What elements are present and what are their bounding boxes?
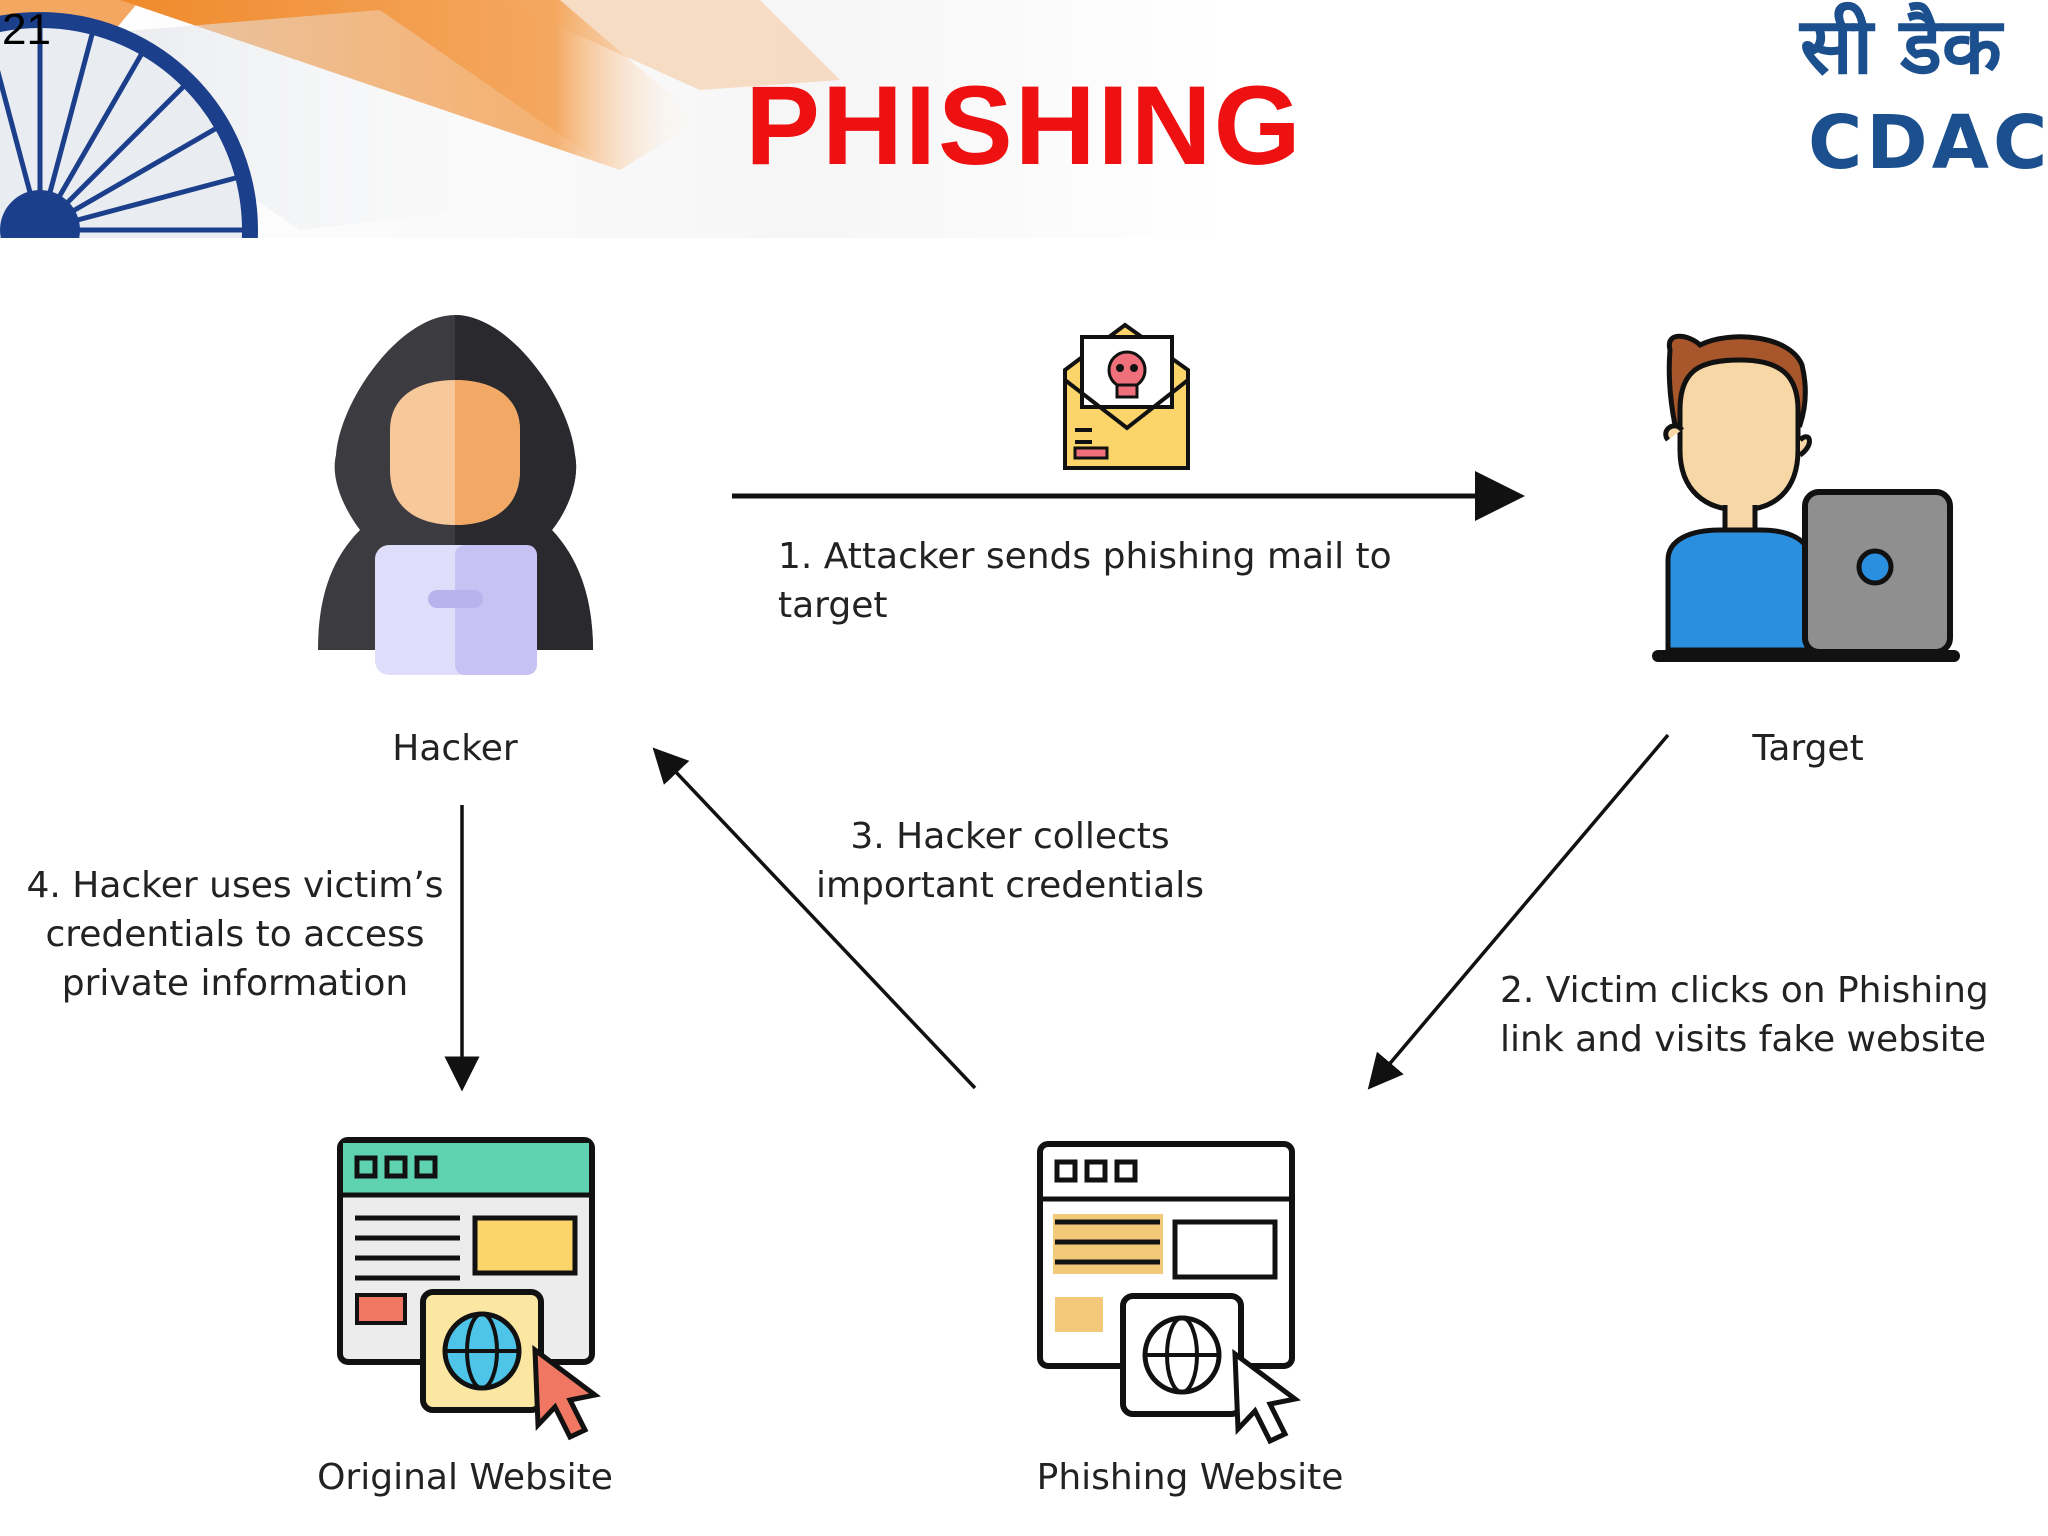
original-website-label: Original Website bbox=[317, 1457, 613, 1498]
step-4-label: 4. Hacker uses victim’s credentials to a… bbox=[26, 865, 444, 1004]
cdac-logo-latin: CDAC bbox=[1808, 100, 2048, 186]
step-1-label: 1. Attacker sends phishing mail to targe… bbox=[778, 536, 1392, 626]
step-3-label: 3. Hacker collects important credentials bbox=[815, 816, 1204, 906]
flag-banner-image bbox=[0, 0, 840, 448]
arrow-step-2 bbox=[1367, 733, 1670, 1090]
header-banner bbox=[0, 0, 2048, 448]
arrow-step-3 bbox=[652, 747, 977, 1090]
target-label: Target bbox=[1752, 728, 1864, 769]
slide-title: PHISHING bbox=[745, 63, 1303, 188]
page-number: 21 bbox=[2, 5, 51, 54]
phishing-website-label: Phishing Website bbox=[1036, 1457, 1344, 1498]
cdac-logo-hindi: सी डैक bbox=[1800, 2, 2002, 92]
step-2-label: 2. Victim clicks on Phishing link and vi… bbox=[1500, 970, 1989, 1060]
hacker-label: Hacker bbox=[392, 728, 518, 769]
